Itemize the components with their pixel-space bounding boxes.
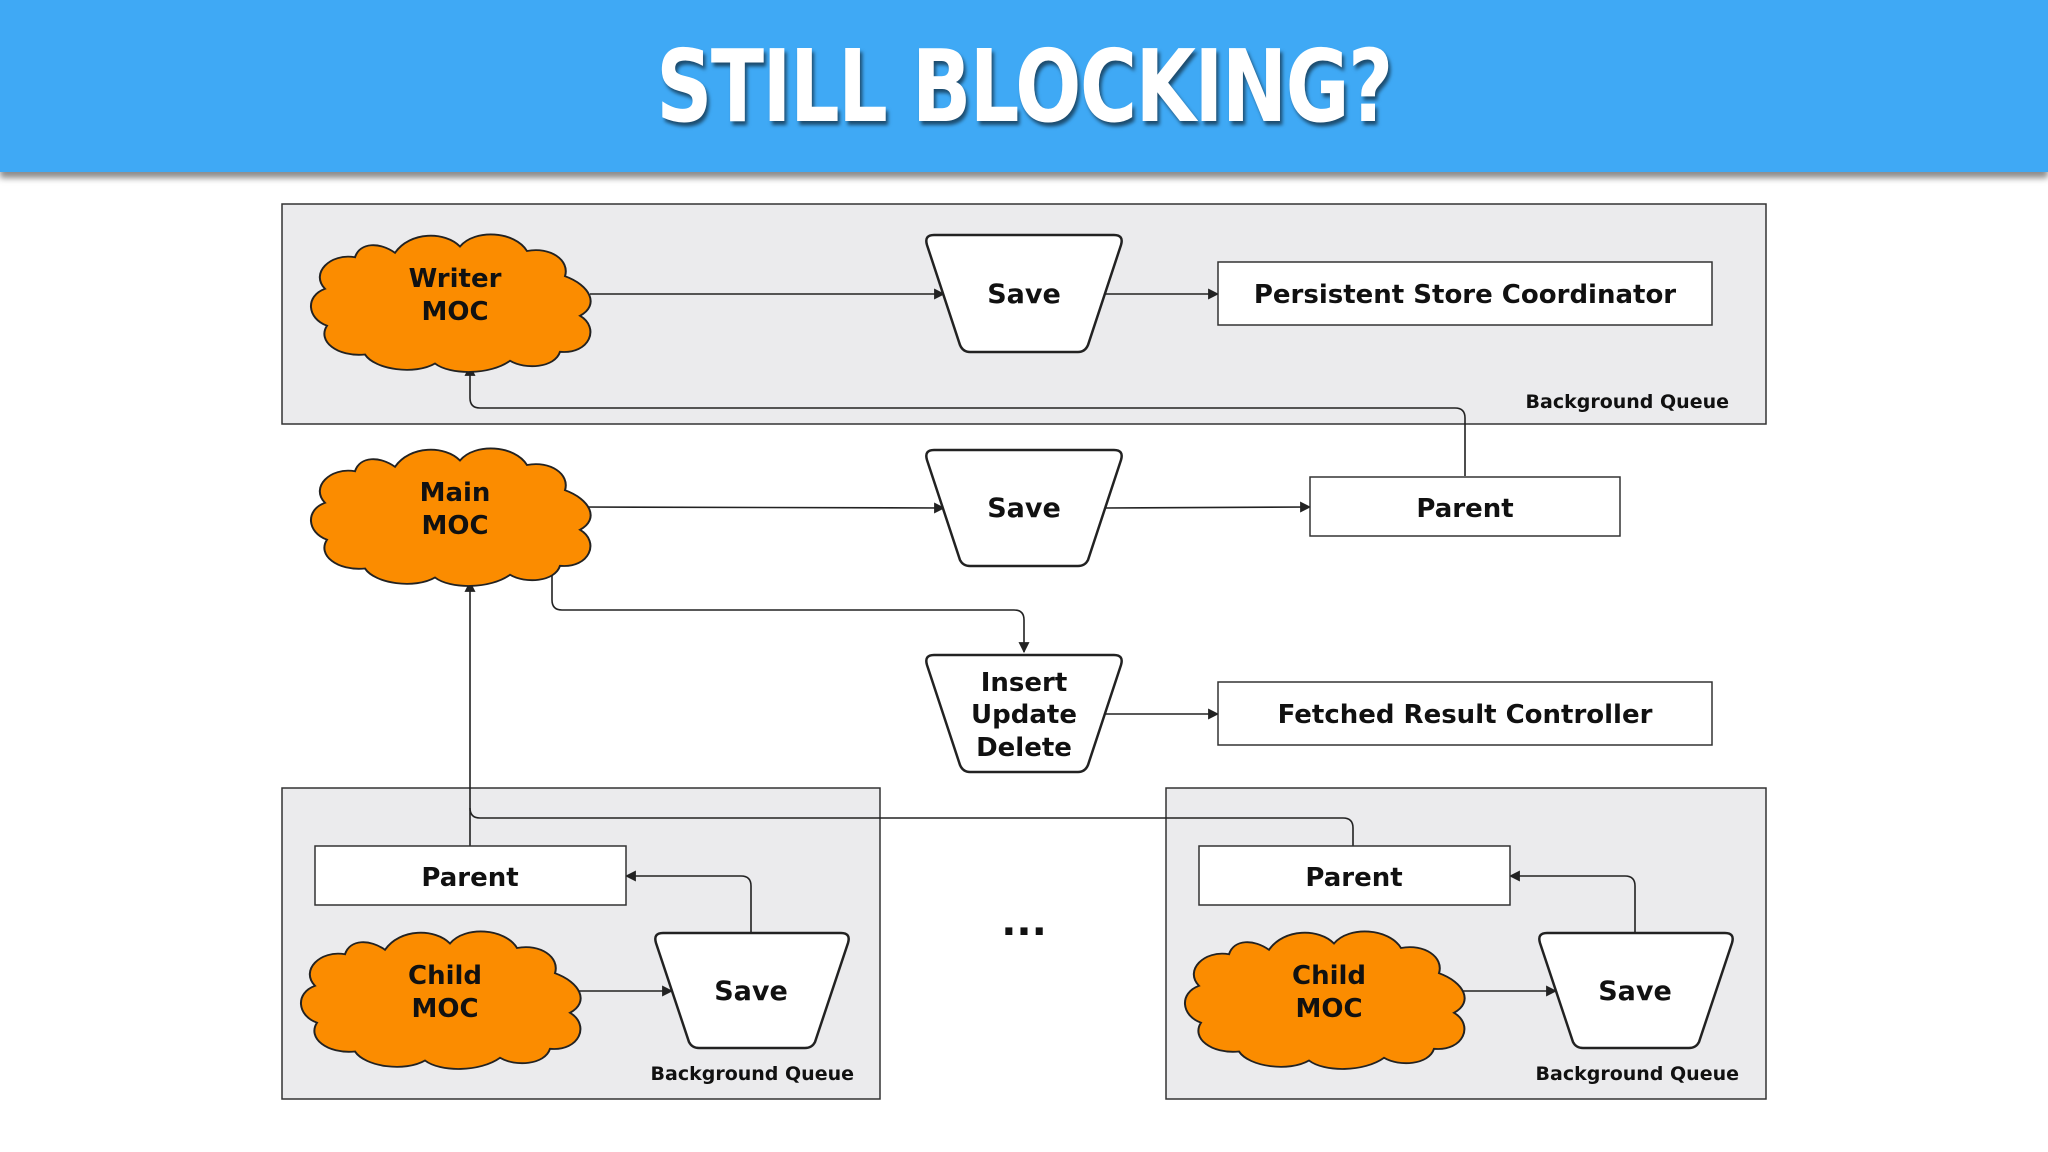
- writer-moc-label-1: Writer: [409, 264, 502, 294]
- persistent-store-coordinator-box: [1217, 261, 1713, 326]
- iud-label-3: Delete: [976, 733, 1072, 763]
- save-main-label: Save: [987, 493, 1061, 524]
- save-child-right-label: Save: [1598, 976, 1672, 1007]
- child-moc-left-label-2: MOC: [411, 994, 478, 1024]
- parent-child-right-box: [1198, 845, 1511, 906]
- parent-child-right-label: Parent: [1305, 863, 1402, 893]
- iud-label-1: Insert: [981, 668, 1068, 698]
- save-top-label: Save: [987, 279, 1061, 310]
- parent-child-left-box: [314, 845, 627, 906]
- writer-moc-label-2: MOC: [421, 297, 488, 327]
- persistent-store-label: Persistent Store Coordinator: [1254, 280, 1676, 310]
- bg-queue-right-label: Background Queue: [1536, 1063, 1739, 1085]
- arrow-parent-to-writer: [464, 364, 1466, 476]
- arrow-save-to-parent: [1103, 501, 1312, 513]
- page-title: STILL BLOCKING?: [656, 27, 1393, 145]
- parent-main-box: [1309, 476, 1621, 537]
- arrow-right-parent-to-main: [469, 807, 1354, 846]
- title-banner: [0, 0, 2048, 172]
- main-moc-label-1: Main: [420, 478, 491, 508]
- save-child-left-label: Save: [714, 976, 788, 1007]
- arrow-left-save-to-parent: [624, 870, 752, 932]
- main-moc-label-2: MOC: [421, 511, 488, 541]
- parent-main-label: Parent: [1416, 494, 1513, 524]
- child-moc-right-label-2: MOC: [1295, 994, 1362, 1024]
- ellipsis-more-children: ...: [1001, 899, 1047, 945]
- child-moc-left-label-1: Child: [408, 961, 482, 991]
- bg-queue-left-label: Background Queue: [651, 1063, 854, 1085]
- save-node-top: [925, 233, 1123, 354]
- save-node-child-left: [654, 931, 850, 1050]
- child-moc-right-label-1: Child: [1292, 961, 1366, 991]
- save-node-child-right: [1538, 931, 1734, 1050]
- arrow-right-save-to-parent: [1508, 870, 1636, 932]
- save-node-main: [925, 448, 1123, 568]
- fetched-result-controller-box: [1217, 681, 1713, 746]
- parent-child-left-label: Parent: [421, 863, 518, 893]
- arrow-main-to-iud: [551, 558, 1030, 654]
- iud-label-2: Update: [971, 700, 1077, 730]
- fetched-result-label: Fetched Result Controller: [1278, 700, 1653, 730]
- insert-update-delete-node: [925, 653, 1123, 774]
- bg-queue-top-label: Background Queue: [1526, 391, 1729, 413]
- arrow-main-to-save: [577, 502, 946, 514]
